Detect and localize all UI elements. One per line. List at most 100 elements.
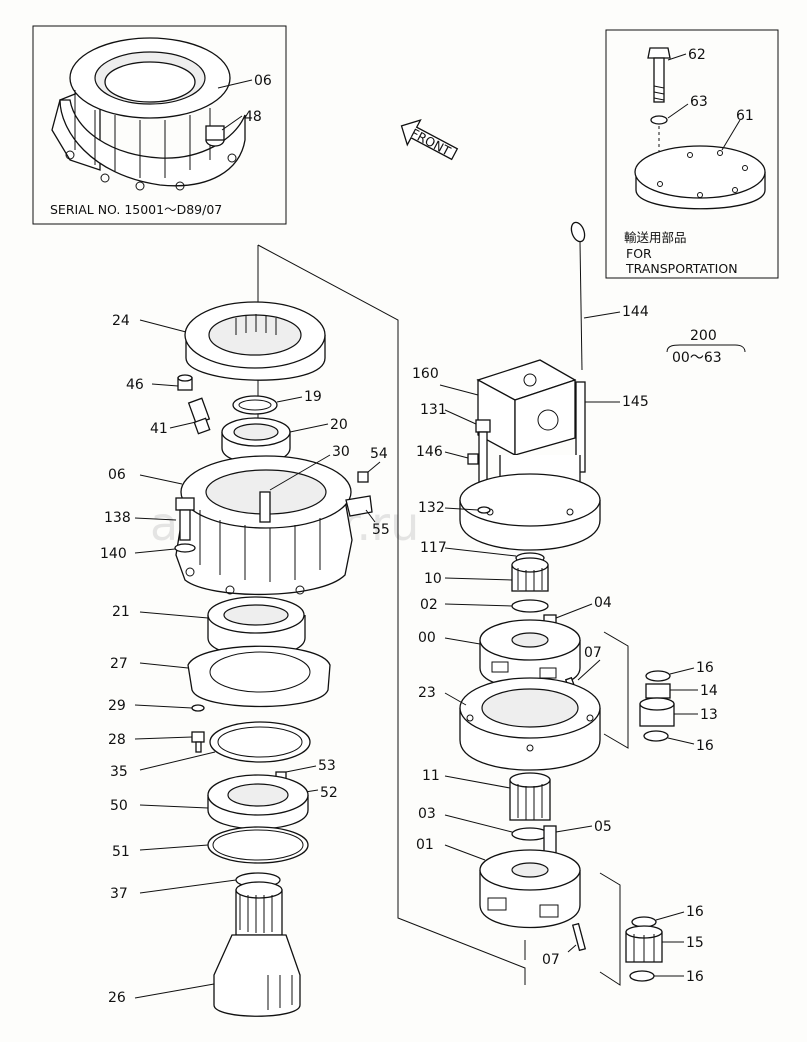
callout-145: 145 [622, 394, 649, 410]
callout-00: 00 [418, 630, 436, 646]
bearing-21-part [207, 596, 306, 657]
callout-63: 63 [690, 94, 708, 110]
callout-21: 21 [112, 604, 130, 620]
callout-07-upper: 07 [584, 645, 602, 661]
callout-27: 27 [110, 656, 128, 672]
callout-160: 160 [412, 366, 439, 382]
washer-29-part [191, 704, 205, 712]
callout-30: 30 [332, 444, 350, 460]
callout-37: 37 [110, 886, 128, 902]
callout-140: 140 [100, 546, 127, 562]
callout-14: 14 [700, 683, 718, 699]
callout-23: 23 [418, 685, 436, 701]
gear-11-part [509, 772, 551, 821]
seal-35-part [209, 721, 311, 763]
housing-06-part [175, 455, 353, 596]
thrust-washer-16b-part [643, 730, 669, 742]
plug-146-part [467, 453, 479, 465]
serial-inset-box [32, 25, 287, 225]
serial-note: SERIAL NO. 15001～D89/07 [50, 202, 222, 217]
motor-flange-part [459, 473, 601, 551]
callout-13: 13 [700, 707, 718, 723]
plate-02-part [511, 599, 549, 613]
shaft-26-part [213, 881, 301, 1017]
plate-55-part [345, 495, 373, 517]
assembly-range: 00～63 [672, 350, 722, 366]
callout-61: 61 [736, 108, 754, 124]
plug-46-part [177, 374, 193, 391]
callout-15: 15 [686, 935, 704, 951]
callout-03: 03 [418, 806, 436, 822]
callout-16-d: 16 [686, 969, 704, 985]
callout-07-lower: 07 [542, 952, 560, 968]
callout-146: 146 [416, 444, 443, 460]
transport-note-line2: TRANSPORTATION [625, 261, 738, 276]
carrier-00-part [479, 619, 581, 689]
callout-138: 138 [104, 510, 131, 526]
plate-03-part [511, 827, 549, 841]
callout-35: 35 [110, 764, 128, 780]
callout-52: 52 [320, 785, 338, 801]
callout-55: 55 [372, 522, 390, 538]
callout-131: 131 [420, 402, 447, 418]
assembly-number: 200 [690, 328, 717, 344]
callout-41: 41 [150, 421, 168, 437]
bolt-138-part [174, 497, 196, 553]
carrier-01-part [479, 849, 581, 929]
callout-20: 20 [330, 417, 348, 433]
thrust-washer-16a-part [645, 670, 671, 682]
holder-50-part [207, 774, 309, 830]
callout-06-inset: 06 [254, 73, 272, 89]
ring-gear-24-part [184, 301, 326, 381]
pin-07b-part [571, 922, 587, 952]
callout-11: 11 [422, 768, 440, 784]
callout-48: 48 [244, 109, 262, 125]
front-label: FRONT [408, 125, 453, 158]
callout-16-c: 16 [686, 904, 704, 920]
dipstick-144-part [570, 221, 586, 371]
callout-51: 51 [112, 844, 130, 860]
motor-160-part [476, 359, 581, 502]
callout-24: 24 [112, 313, 130, 329]
callout-02: 02 [420, 597, 438, 613]
callout-16-b: 16 [696, 738, 714, 754]
callout-28: 28 [108, 732, 126, 748]
transport-bolt-part [647, 47, 671, 125]
cover-27-part [187, 645, 331, 708]
callout-06-main: 06 [108, 467, 126, 483]
callout-62: 62 [688, 47, 706, 63]
callout-117: 117 [420, 540, 447, 556]
planet-gear-13-part [639, 697, 675, 727]
o-ring-51-part [207, 826, 309, 864]
snap-ring-19-part [232, 395, 278, 415]
callout-29: 29 [108, 698, 126, 714]
callout-26: 26 [108, 990, 126, 1006]
callout-132: 132 [418, 500, 445, 516]
callout-19: 19 [304, 389, 322, 405]
callout-16-a: 16 [696, 660, 714, 676]
callout-144: 144 [622, 304, 649, 320]
ring-gear-23-part [459, 677, 601, 771]
washer-132-part [477, 506, 491, 514]
thrust-washer-16d-part [629, 970, 655, 982]
bolt-28-part [191, 731, 205, 753]
housing-inset-part [51, 37, 246, 191]
transport-inset-box [605, 29, 779, 279]
callout-01: 01 [416, 837, 434, 853]
bolt-54-part [357, 471, 369, 483]
gear-10-part [511, 557, 549, 592]
callout-46: 46 [126, 377, 144, 393]
needle-bearing-14-part [645, 683, 671, 699]
planet-gear-15-part [625, 925, 663, 963]
callout-10: 10 [424, 571, 442, 587]
front-arrow-icon [400, 119, 459, 161]
transport-note-jp: 輸送用部品 [624, 230, 687, 245]
callout-53: 53 [318, 758, 336, 774]
transport-note-line1: FOR [626, 246, 652, 261]
callout-05: 05 [594, 819, 612, 835]
bearing-20-part [221, 417, 291, 464]
callout-04: 04 [594, 595, 612, 611]
fitting-41-part [187, 397, 211, 435]
